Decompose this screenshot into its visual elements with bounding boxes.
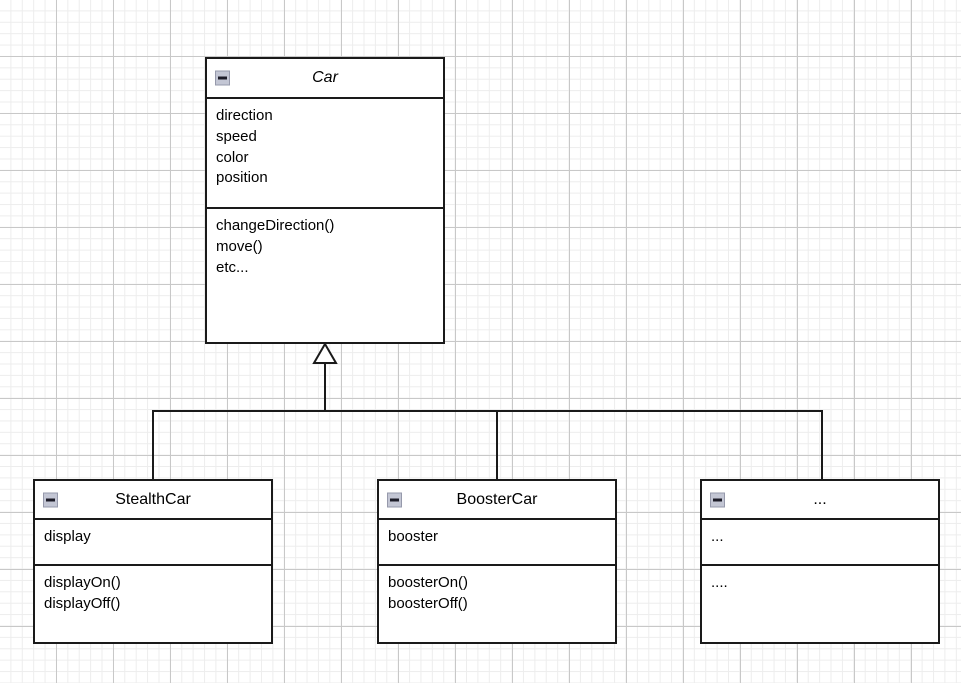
uml-class-header-more: ... bbox=[702, 481, 938, 520]
uml-operation: .... bbox=[711, 574, 728, 591]
minus-glyph bbox=[713, 498, 722, 501]
uml-attribute: color bbox=[216, 148, 249, 166]
connector-stem-car bbox=[324, 362, 326, 412]
minus-glyph bbox=[46, 498, 55, 501]
uml-class-header-boostercar: BoosterCar bbox=[379, 481, 615, 520]
uml-operation: etc... bbox=[216, 258, 249, 276]
uml-class-header-car: Car bbox=[207, 59, 443, 99]
connector-bus bbox=[152, 410, 823, 412]
minus-glyph bbox=[390, 498, 399, 501]
minus-collapse-icon[interactable] bbox=[710, 492, 725, 507]
uml-class-name-car: Car bbox=[312, 69, 338, 86]
uml-operations-car: changeDirection() move() etc... bbox=[207, 209, 443, 342]
uml-class-name-boostercar: BoosterCar bbox=[456, 490, 538, 508]
uml-operation: changeDirection() bbox=[216, 217, 335, 234]
uml-operation: move() bbox=[216, 237, 263, 255]
uml-attribute: ... bbox=[711, 528, 724, 545]
uml-operation: boosterOn() bbox=[388, 574, 469, 591]
uml-attribute: position bbox=[216, 169, 268, 187]
uml-class-stealthcar[interactable]: StealthCar display displayOn() displayOf… bbox=[33, 479, 273, 644]
uml-operations-more: .... bbox=[702, 566, 938, 642]
connector-drop-more bbox=[821, 410, 823, 480]
minus-glyph bbox=[218, 76, 227, 80]
uml-class-name-stealthcar: StealthCar bbox=[115, 490, 191, 508]
uml-attributes-more: ... bbox=[702, 520, 938, 566]
connector-drop-boostercar bbox=[496, 410, 498, 480]
uml-operations-stealthcar: displayOn() displayOff() bbox=[35, 566, 271, 642]
uml-operation: boosterOff() bbox=[388, 594, 468, 612]
uml-attribute: speed bbox=[216, 127, 257, 145]
uml-operation: displayOn() bbox=[44, 574, 121, 591]
minus-collapse-icon[interactable] bbox=[215, 70, 230, 86]
uml-attributes-boostercar: booster bbox=[379, 520, 615, 566]
uml-attributes-car: direction speed color position bbox=[207, 99, 443, 209]
minus-collapse-icon[interactable] bbox=[43, 492, 58, 507]
uml-class-header-stealthcar: StealthCar bbox=[35, 481, 271, 520]
uml-class-more[interactable]: ... ... .... bbox=[700, 479, 940, 644]
minus-collapse-icon[interactable] bbox=[387, 492, 402, 507]
uml-attribute: display bbox=[44, 528, 91, 545]
uml-class-car[interactable]: Car direction speed color position chang… bbox=[205, 57, 445, 344]
uml-operation: displayOff() bbox=[44, 594, 121, 612]
uml-attribute: direction bbox=[216, 107, 273, 124]
uml-operations-boostercar: boosterOn() boosterOff() bbox=[379, 566, 615, 642]
generalization-arrow-icon bbox=[312, 342, 338, 364]
uml-class-boostercar[interactable]: BoosterCar booster boosterOn() boosterOf… bbox=[377, 479, 617, 644]
uml-class-name-more: ... bbox=[813, 490, 827, 508]
uml-attributes-stealthcar: display bbox=[35, 520, 271, 566]
connector-drop-stealthcar bbox=[152, 410, 154, 480]
uml-attribute: booster bbox=[388, 528, 439, 545]
